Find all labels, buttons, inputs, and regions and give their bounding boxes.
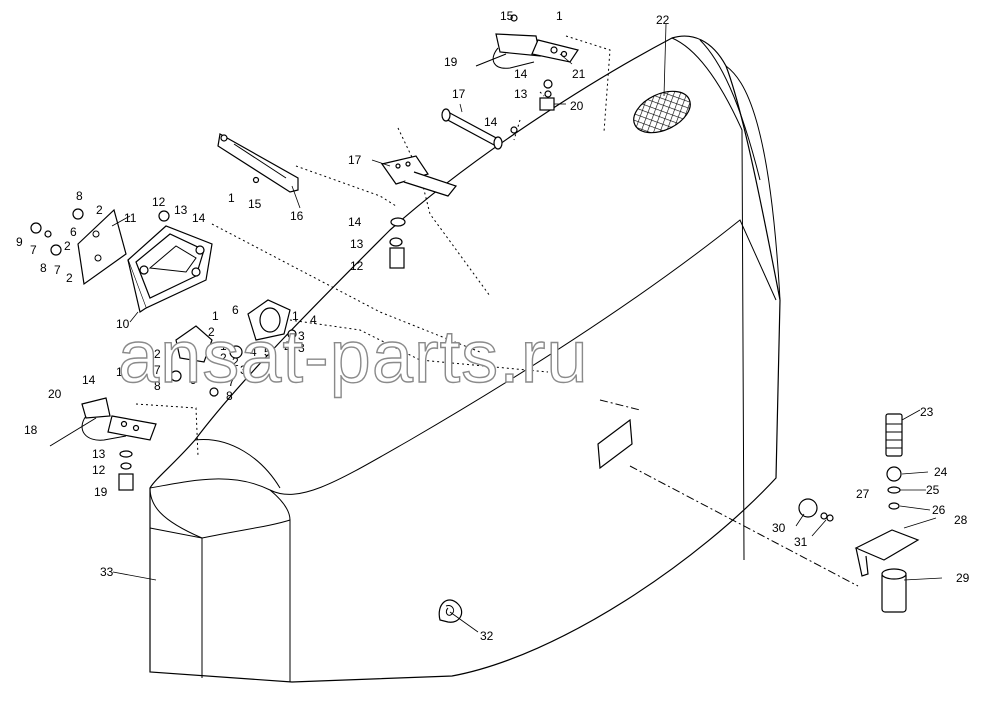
callout-31: 31 — [794, 535, 808, 549]
callout-28: 28 — [954, 513, 968, 527]
callout-4: 4 — [310, 313, 317, 327]
counterweight-body — [149, 35, 781, 683]
callout-21: 21 — [572, 67, 586, 81]
callout-2: 2 — [96, 203, 103, 217]
callout-23: 23 — [920, 405, 934, 419]
latch-assembly-left — [49, 397, 157, 491]
callout-7: 7 — [228, 375, 235, 389]
callout-14: 14 — [514, 67, 528, 81]
callout-12: 12 — [92, 463, 106, 477]
work-lights — [175, 299, 297, 363]
callout-5: 5 — [264, 345, 271, 359]
latch-assembly-top — [475, 14, 579, 111]
callout-labels: 15 1 19 21 14 13 20 22 17 14 17 14 13 12… — [16, 9, 970, 643]
callout-18: 18 — [24, 423, 38, 437]
callout-7: 7 — [54, 263, 61, 277]
callout-13: 13 — [92, 447, 106, 461]
callout-29: 29 — [956, 571, 970, 585]
callout-6: 6 — [70, 225, 77, 239]
callout-2: 2 — [284, 339, 291, 353]
mount-plate — [77, 208, 127, 286]
callout-8: 8 — [154, 379, 161, 393]
gas-strut-assembly — [381, 108, 518, 269]
callout-16: 16 — [290, 209, 304, 223]
callout-1: 1 — [228, 191, 235, 205]
callout-14: 14 — [82, 373, 96, 387]
callout-22: 22 — [656, 13, 670, 27]
callout-3: 3 — [298, 341, 305, 355]
callout-8: 8 — [40, 261, 47, 275]
callout-25: 25 — [926, 483, 940, 497]
callout-7: 7 — [30, 243, 37, 257]
callout-15: 15 — [500, 9, 514, 23]
callout-17: 17 — [348, 153, 362, 167]
callout-27: 27 — [856, 487, 870, 501]
callout-4: 4 — [250, 345, 257, 359]
callout-14: 14 — [348, 215, 362, 229]
callout-13: 13 — [174, 203, 188, 217]
callout-12: 12 — [350, 259, 364, 273]
callout-17: 17 — [452, 87, 466, 101]
callout-6: 6 — [232, 303, 239, 317]
callout-8: 8 — [226, 389, 233, 403]
callout-13: 13 — [350, 237, 364, 251]
callout-19: 19 — [444, 55, 458, 69]
callout-2: 2 — [154, 347, 161, 361]
lamp-housing — [77, 208, 213, 313]
callout-7: 7 — [154, 363, 161, 377]
callout-3: 3 — [298, 329, 305, 343]
callout-10: 10 — [116, 317, 130, 331]
callout-9: 9 — [16, 235, 23, 249]
callout-2: 2 — [64, 239, 71, 253]
hinge-bar — [217, 133, 299, 193]
callout-13: 13 — [514, 87, 528, 101]
callout-32: 32 — [480, 629, 494, 643]
callout-2: 2 — [66, 271, 73, 285]
callout-1: 1 — [220, 339, 227, 353]
callout-2: 2 — [208, 325, 215, 339]
fasteners-left — [30, 208, 219, 397]
beacon-assembly — [798, 413, 920, 613]
callout-15: 15 — [248, 197, 262, 211]
mesh-grille — [633, 90, 691, 134]
callout-2: 2 — [220, 351, 227, 365]
callout-30: 30 — [772, 521, 786, 535]
callout-24: 24 — [934, 465, 948, 479]
callout-2: 2 — [232, 355, 239, 369]
callout-33: 33 — [100, 565, 114, 579]
callout-19: 19 — [94, 485, 108, 499]
callout-11: 11 — [124, 211, 137, 225]
callout-1: 1 — [116, 365, 123, 379]
watermark: ansat-parts.ru — [118, 315, 589, 398]
callout-1: 1 — [556, 9, 563, 23]
callout-8: 8 — [76, 189, 83, 203]
callout-3: 3 — [240, 363, 247, 377]
callout-14: 14 — [192, 211, 206, 225]
callout-1: 1 — [292, 309, 299, 323]
callout-1: 1 — [212, 309, 219, 323]
callout-9: 9 — [190, 373, 197, 387]
callout-14: 14 — [484, 115, 498, 129]
callout-20: 20 — [570, 99, 584, 113]
callout-20: 20 — [48, 387, 62, 401]
callout-26: 26 — [932, 503, 946, 517]
leader-lines — [111, 23, 943, 633]
callout-12: 12 — [152, 195, 166, 209]
